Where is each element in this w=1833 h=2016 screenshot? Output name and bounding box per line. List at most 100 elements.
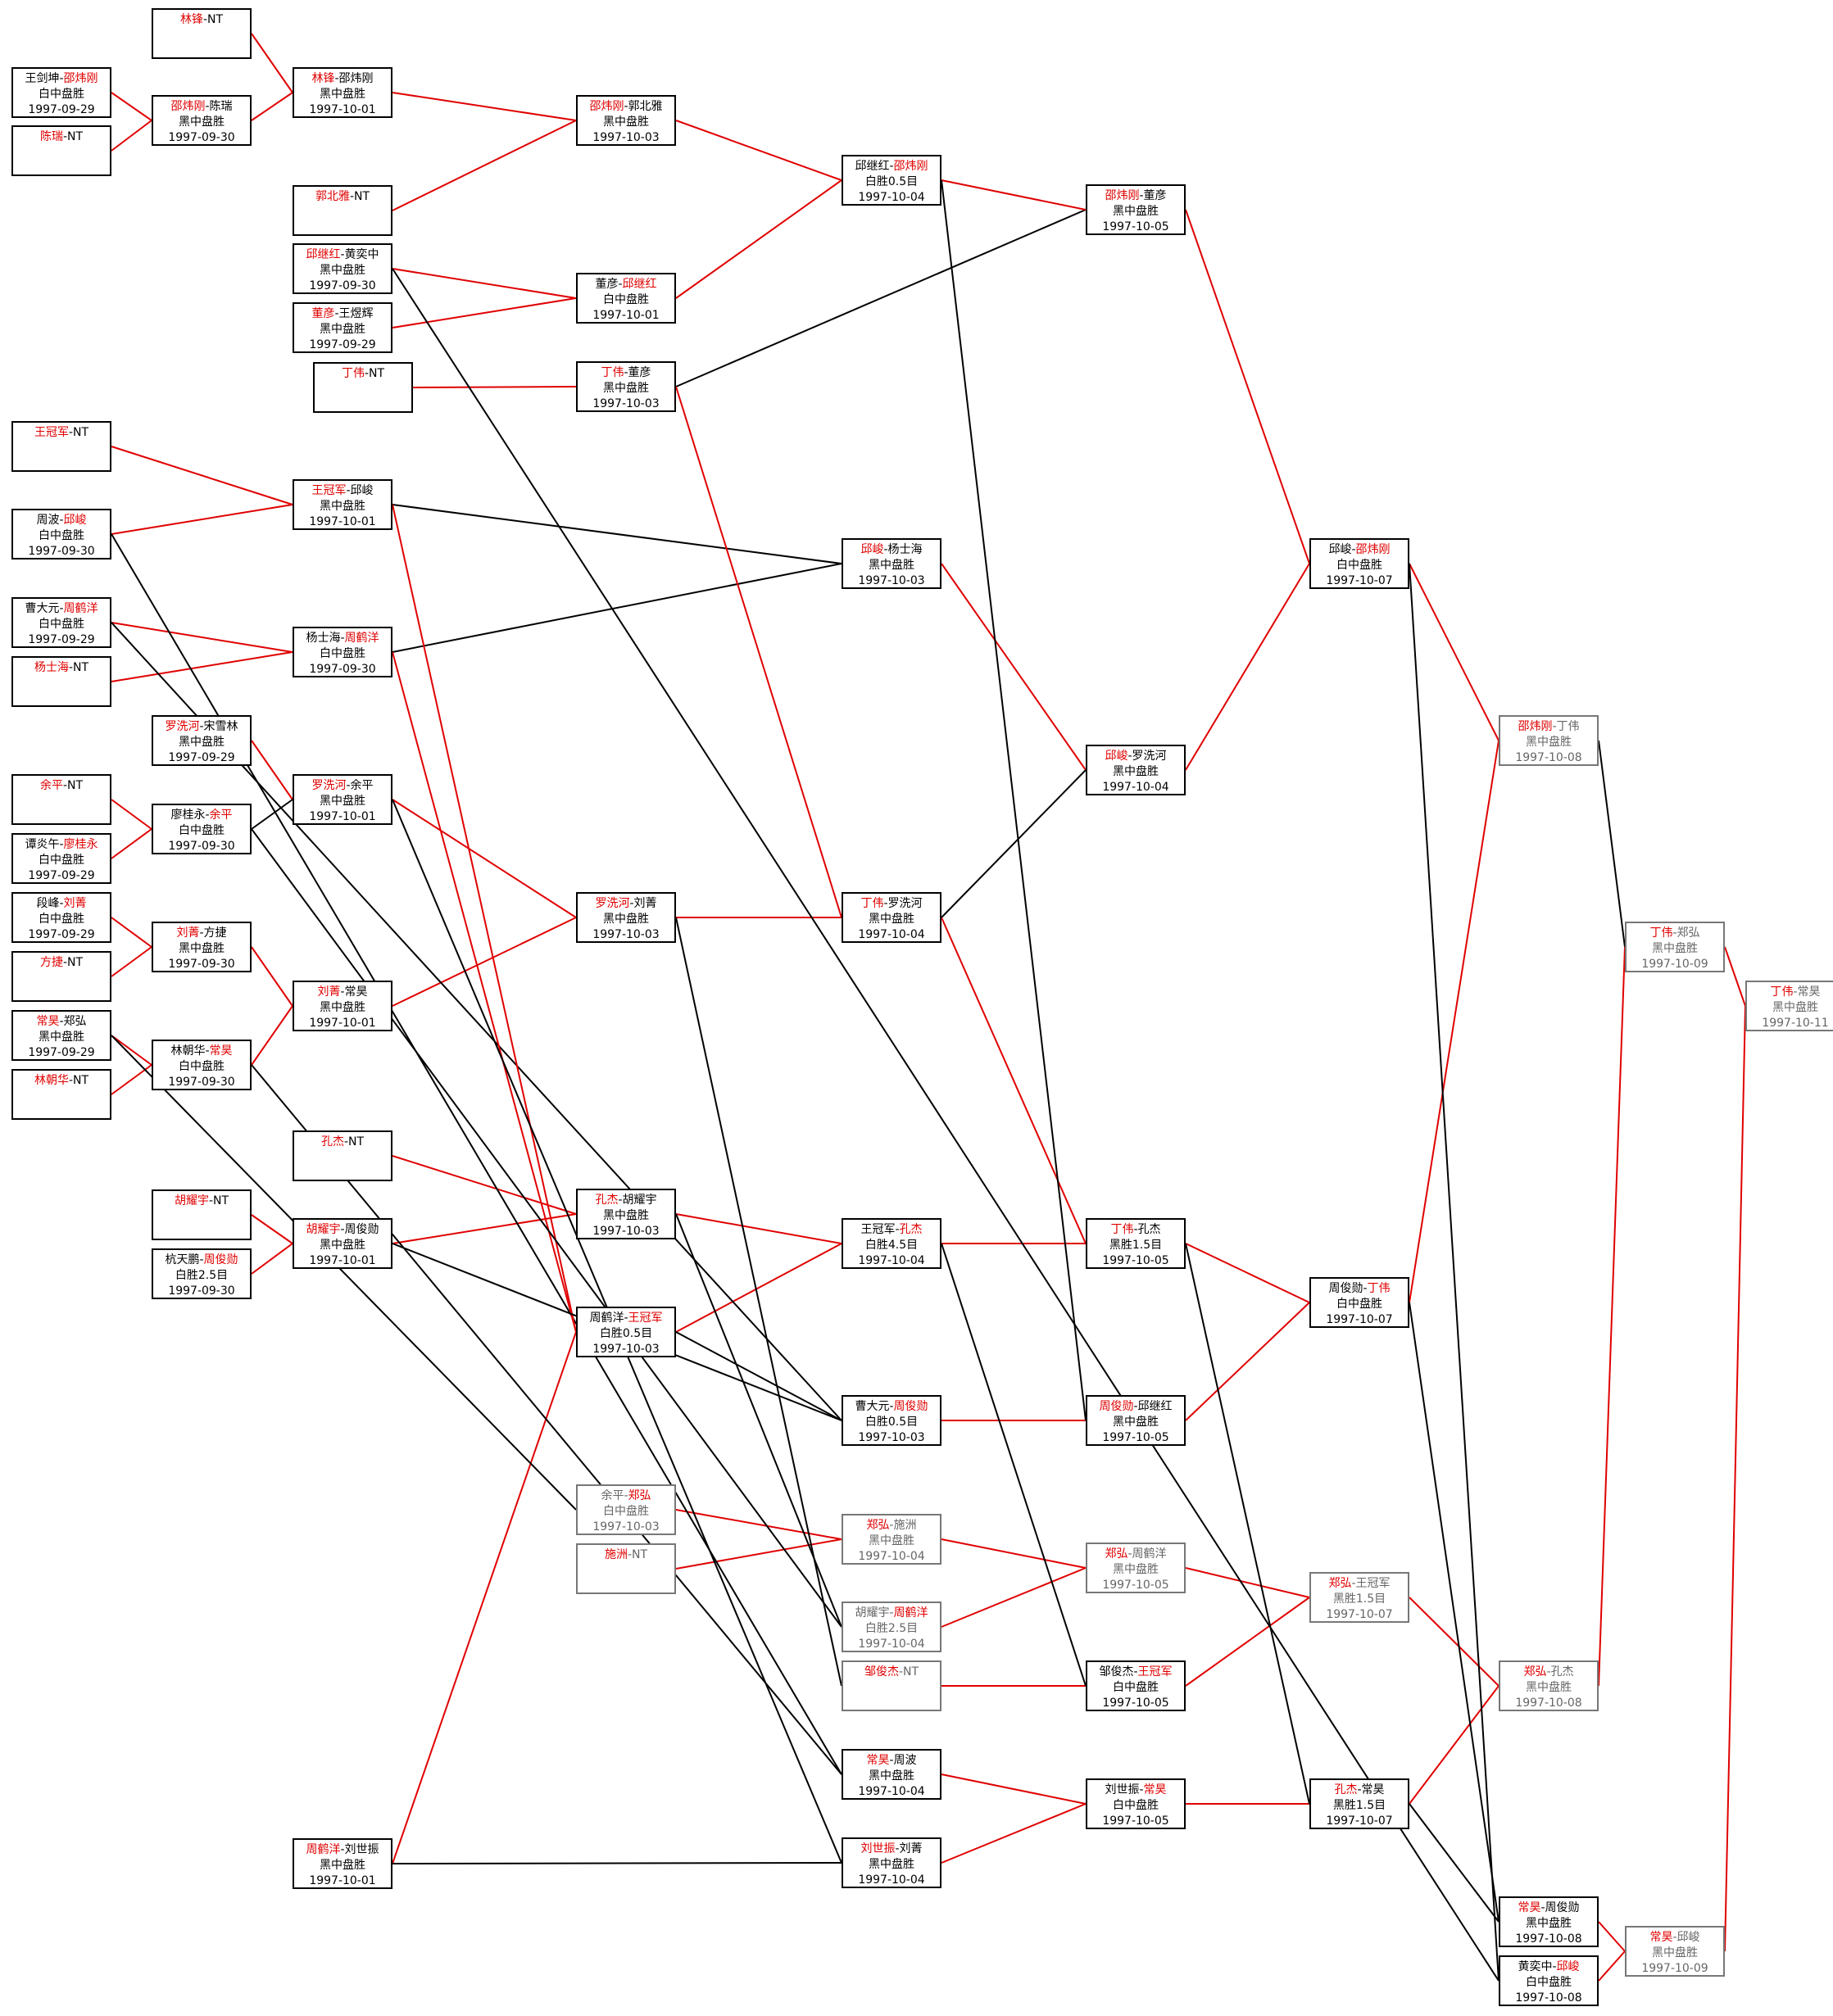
player-2: NT — [369, 367, 385, 380]
bracket-line-65 — [1409, 1803, 1500, 1923]
match-date: 1997-10-01 — [309, 103, 376, 116]
player-separator: - — [898, 1665, 904, 1678]
match-node: 常昊-周俊勋黑中盘胜 1997-10-08 — [1499, 1896, 1599, 1947]
bracket-line-23 — [111, 917, 152, 948]
match-result: 白中盘胜 — [1526, 1976, 1572, 1989]
match-players: 周俊勋-邱继红 — [1087, 1399, 1184, 1415]
bracket-line-10 — [675, 179, 842, 299]
match-players: 施洲-NT — [578, 1547, 674, 1563]
bracket-line-38 — [251, 1243, 293, 1275]
player-separator: - — [199, 926, 204, 940]
match-date: 1997-09-30 — [168, 1076, 235, 1089]
match-players: 杨士海-周鹤洋 — [294, 631, 391, 646]
player-2: 周鹤洋 — [893, 1606, 928, 1620]
bracket-line-78 — [392, 651, 577, 1333]
player-separator: - — [62, 779, 68, 792]
match-result: 白中盘胜 — [39, 618, 84, 631]
player-separator: - — [68, 1074, 74, 1087]
bracket-line-56 — [1185, 1302, 1310, 1421]
match-date: 1997-10-01 — [309, 515, 376, 528]
match-players: 林朝华-常昊 — [153, 1044, 250, 1059]
match-players: 周鹤洋-刘世振 — [294, 1842, 391, 1858]
match-result: 白中盘胜 — [1336, 1298, 1382, 1311]
match-date: 1997-09-29 — [28, 633, 95, 646]
match-date: 1997-10-09 — [1641, 1962, 1708, 1975]
bracket-line-36 — [392, 1155, 577, 1215]
match-players: 邵炜刚-丁伟 — [1500, 719, 1597, 735]
player-separator: - — [624, 1312, 628, 1325]
bracket-line-2 — [111, 120, 152, 152]
player-1: 曹大元 — [855, 1400, 890, 1413]
bracket-line-70 — [1598, 1921, 1626, 1952]
bracket-line-31 — [675, 386, 842, 918]
player-separator: - — [889, 1606, 894, 1620]
match-date: 1997-10-05 — [1102, 220, 1169, 233]
match-players: 常昊-周波 — [843, 1753, 940, 1769]
match-result: 黑胜1.5目 — [1332, 1592, 1386, 1606]
match-players: 胡耀宇-周鹤洋 — [843, 1606, 940, 1621]
match-players: 丁伟-罗洗河 — [843, 896, 940, 912]
match-players: 常昊-周俊勋 — [1500, 1900, 1597, 1916]
match-players: 王冠军-NT — [13, 425, 110, 441]
player-2: NT — [67, 130, 84, 143]
match-players: 曹大元-周鹤洋 — [13, 601, 110, 617]
player-separator: - — [895, 1842, 900, 1855]
match-players: 邱继红-黄奕中 — [294, 247, 391, 263]
player-1: 邵炜刚 — [170, 100, 206, 113]
player-2: 周俊勋 — [1545, 1901, 1580, 1914]
match-date: 1997-10-07 — [1326, 574, 1393, 587]
player-separator: - — [1139, 1783, 1144, 1796]
match-date: 1997-09-30 — [28, 545, 95, 558]
match-players: 廖桂永-余平 — [153, 808, 250, 823]
match-date: 1997-10-05 — [1102, 1697, 1169, 1710]
match-result: 白胜2.5目 — [175, 1269, 229, 1282]
match-players: 刘菁-方捷 — [153, 926, 250, 941]
player-2: 罗洗河 — [887, 897, 923, 910]
match-players: 胡耀宇-NT — [153, 1194, 250, 1209]
match-result: 黑中盘胜 — [1526, 1917, 1572, 1930]
bracket-line-86 — [941, 1243, 1087, 1687]
match-result: 白中盘胜 — [179, 1060, 225, 1073]
player-1: 丁伟 — [341, 367, 365, 380]
match-date: 1997-09-29 — [28, 869, 95, 882]
player-2: 常昊 — [209, 1044, 233, 1058]
player-2: 周波 — [893, 1754, 917, 1767]
player-separator: - — [346, 779, 351, 792]
match-players: 胡耀宇-周俊勋 — [294, 1222, 391, 1238]
match-players: 郑弘-施洲 — [843, 1518, 940, 1534]
player-1: 杨士海 — [34, 661, 69, 674]
match-date: 1997-10-08 — [1515, 1932, 1582, 1946]
bracket-line-73 — [1724, 1005, 1746, 1952]
match-date: 1997-10-01 — [309, 810, 376, 823]
match-players: 孔杰-常昊 — [1311, 1783, 1408, 1798]
match-players: 杨士海-NT — [13, 660, 110, 676]
player-separator: - — [349, 190, 355, 203]
player-2: 邱峻 — [1556, 1960, 1580, 1973]
match-node: 余平-NT — [11, 774, 111, 825]
player-1: 邵炜刚 — [589, 100, 624, 113]
player-1: 周俊勋 — [1328, 1282, 1363, 1295]
match-date: 1997-10-04 — [858, 1873, 925, 1887]
match-players: 王剑坤-邵炜刚 — [13, 71, 110, 87]
match-date: 1997-10-03 — [592, 131, 660, 144]
player-2: 常昊 — [1361, 1783, 1385, 1796]
match-node: 王冠军-NT — [11, 421, 111, 472]
player-separator: - — [1351, 1577, 1356, 1590]
match-players: 邹俊杰-王冠军 — [1087, 1665, 1184, 1680]
match-date: 1997-09-29 — [28, 928, 95, 941]
player-1: 丁伟 — [1110, 1223, 1134, 1236]
match-result: 白中盘胜 — [1336, 559, 1382, 572]
player-1: 刘世振 — [860, 1842, 896, 1855]
player-1: 陈瑞 — [39, 130, 63, 143]
player-1: 常昊 — [866, 1754, 890, 1767]
bracket-line-34 — [941, 769, 1087, 918]
match-node: 林锋-NT — [152, 8, 252, 59]
player-1: 杭天鹏 — [165, 1253, 200, 1266]
